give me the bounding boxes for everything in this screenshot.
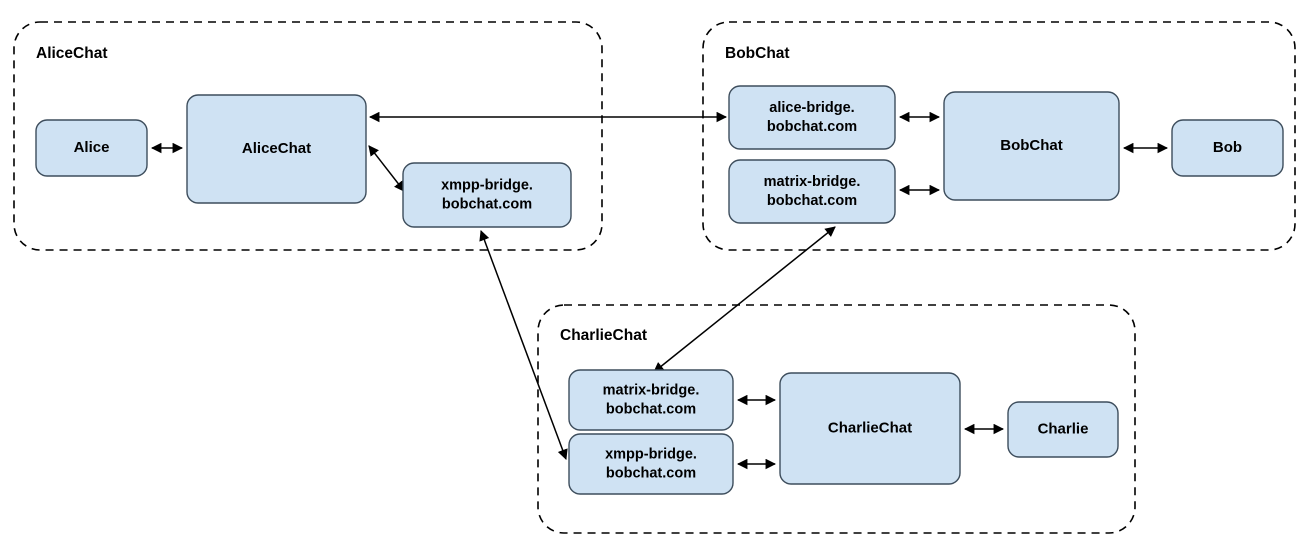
edge-alicechat-to-alice-xmpp-bridge	[368, 145, 405, 192]
container-label: CharlieChat	[560, 327, 647, 344]
node-label-line: matrix-bridge.	[764, 174, 861, 190]
node-label-line: xmpp-bridge.	[441, 177, 533, 193]
node-box[interactable]	[568, 369, 734, 431]
node-alice-xmpp-bridge[interactable]: xmpp-bridge. bobchat.com	[402, 162, 572, 228]
node-bob[interactable]: Bob	[1171, 119, 1284, 177]
node-box[interactable]	[35, 119, 148, 177]
node-charlie-matrix-bridge[interactable]: matrix-bridge. bobchat.com	[568, 369, 734, 431]
domain-container-bobchat-domain: BobChat	[702, 21, 1296, 251]
node-label-line: bobchat.com	[442, 196, 532, 212]
node-bobchat-server[interactable]: BobChat	[943, 91, 1120, 201]
connection-edges	[150, 111, 1169, 470]
node-box[interactable]	[779, 372, 961, 485]
container-outline	[702, 21, 1296, 251]
container-label: AliceChat	[36, 45, 108, 62]
node-alicechat-server[interactable]: AliceChat	[186, 94, 367, 204]
node-label-line: AliceChat	[242, 140, 311, 157]
edge-charlie-matrix-to-bob-matrix	[653, 226, 836, 373]
node-box[interactable]	[568, 433, 734, 495]
node-box[interactable]	[728, 85, 896, 150]
node-label-line: bobchat.com	[767, 193, 857, 209]
node-bob-matrix-bridge[interactable]: matrix-bridge. bobchat.com	[728, 159, 896, 224]
node-box[interactable]	[728, 159, 896, 224]
node-bob-alice-bridge[interactable]: alice-bridge. bobchat.com	[728, 85, 896, 150]
node-label-line: bobchat.com	[606, 401, 696, 417]
node-box[interactable]	[943, 91, 1120, 201]
node-box[interactable]	[186, 94, 367, 204]
node-charlie-xmpp-bridge[interactable]: xmpp-bridge. bobchat.com	[568, 433, 734, 495]
node-charliechat-server[interactable]: CharlieChat	[779, 372, 961, 485]
node-box[interactable]	[1171, 119, 1284, 177]
node-label-line: Alice	[74, 139, 110, 156]
node-label-line: bobchat.com	[606, 465, 696, 481]
node-label-line: CharlieChat	[828, 419, 912, 436]
node-label-line: BobChat	[1000, 137, 1063, 154]
node-charlie[interactable]: Charlie	[1007, 401, 1119, 458]
container-label: BobChat	[725, 45, 790, 62]
node-label-line: bobchat.com	[767, 119, 857, 135]
edge-alice-xmpp-to-charlie-xmpp	[479, 230, 568, 460]
node-label-line: matrix-bridge.	[603, 382, 700, 398]
node-box[interactable]	[1007, 401, 1119, 458]
node-label-line: Bob	[1213, 139, 1242, 156]
container-outline	[13, 21, 603, 251]
node-label-line: Charlie	[1038, 420, 1089, 437]
node-box[interactable]	[402, 162, 572, 228]
domain-container-alicechat-domain: AliceChat	[13, 21, 603, 251]
node-label-line: xmpp-bridge.	[605, 446, 697, 462]
node-alice[interactable]: Alice	[35, 119, 148, 177]
node-label-line: alice-bridge.	[769, 100, 854, 116]
